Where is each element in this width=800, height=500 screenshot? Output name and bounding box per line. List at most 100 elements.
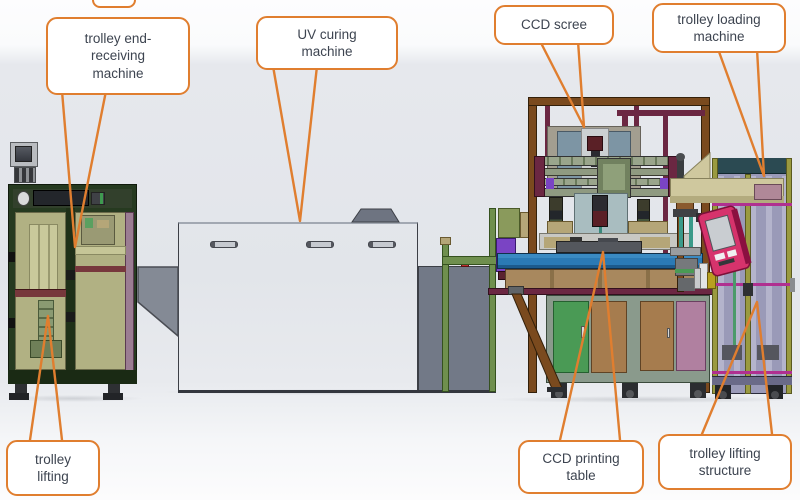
- callout-ccd-printing-table: CCD printing table: [518, 440, 644, 494]
- print-table-segment-right: [640, 237, 670, 248]
- loading-trim-top: [712, 203, 792, 206]
- uv-machine-base-line: [178, 390, 496, 393]
- left-cabinet-maroon-band: [15, 289, 66, 297]
- loading-trim-bottom: [712, 371, 792, 374]
- cabinet-door-mauve: [676, 301, 706, 371]
- callout-trolley-end-receiving: trolley end- receiving machine: [46, 17, 190, 95]
- caster-wheel: [626, 390, 634, 398]
- monitor-stand-buttons: [14, 167, 36, 183]
- callout-label: CCD scree: [520, 17, 587, 33]
- uv-machine-handle-3: [368, 241, 396, 248]
- callout-trolley-lifting-structure: trolley lifting structure: [658, 434, 792, 490]
- left-cabinet-hinge-upper: [66, 270, 75, 280]
- floor-shadow-right-machines: [492, 396, 798, 403]
- printer-caster-3: [690, 383, 706, 398]
- left-cabinet-side-hinge-lower: [8, 318, 15, 328]
- caster-wheel: [694, 390, 702, 398]
- uv-top-vent-bump: [351, 208, 400, 223]
- outfeed-post-cap: [440, 237, 451, 245]
- tray-fixture-1: [570, 237, 582, 242]
- left-cabinet-oval-lamp: [17, 191, 30, 206]
- left-cabinet-tan-bit: [97, 220, 109, 228]
- printer-maroon-post-2: [663, 110, 668, 292]
- overhead-beam-mauve-inset: [754, 184, 782, 200]
- callout-label: CCD printing table: [542, 450, 620, 483]
- trolley-lift-base: [30, 340, 62, 358]
- printer-carriage-inner: [603, 164, 625, 190]
- callout-label: trolley loading machine: [677, 11, 761, 44]
- left-cabinet-foot-left-pad: [9, 393, 29, 400]
- loading-cabinet-top-band: [712, 158, 792, 174]
- left-cabinet-shelf: [75, 246, 126, 255]
- loading-frame-right: [786, 158, 792, 394]
- printing-table-tray: [556, 241, 642, 253]
- dispenser-knob: [676, 153, 685, 161]
- dispenser-cross-bracket: [670, 247, 701, 256]
- leader-uv-curing: [271, 64, 319, 223]
- tray-fixture-2: [598, 238, 618, 242]
- left-cabinet-inner-panel: [29, 224, 58, 292]
- overhead-beam-lower-stripe: [670, 196, 784, 203]
- printer-maroon-beam-upper: [617, 110, 705, 116]
- cabinet-door-brown-2-handle: [667, 328, 670, 338]
- callout-trolley-loading: trolley loading machine: [652, 3, 786, 53]
- uv-machine-handle-1: [210, 241, 238, 248]
- printer-rail-cap-left: [534, 156, 545, 197]
- uv-infeed-chute: [137, 266, 179, 338]
- print-head: [592, 195, 608, 227]
- left-cabinet-side-hinge-upper: [8, 252, 15, 262]
- infeed-olive-box: [498, 208, 520, 238]
- left-cabinet-hinge-lower: [66, 312, 75, 322]
- partial-callout-box: [92, 0, 136, 8]
- callout-uv-curing: UV curing machine: [256, 16, 398, 70]
- monitor-screen: [15, 146, 32, 162]
- leader-trolley-loading: [716, 47, 766, 178]
- loading-inner-machinery-2: [757, 345, 779, 360]
- conveyor-under-band: [505, 269, 703, 290]
- strut-top-bracket: [508, 286, 524, 295]
- left-cabinet-foot-right: [108, 384, 120, 393]
- loading-bottom-band: [712, 376, 792, 385]
- caster-wheel: [771, 391, 779, 399]
- left-cabinet-bottom-band: [8, 370, 137, 384]
- callout-label: trolley end- receiving machine: [84, 31, 152, 81]
- uv-machine-right-box: [418, 266, 496, 392]
- outfeed-green-beam: [442, 256, 500, 265]
- ccd-camera-body: [587, 136, 603, 151]
- left-cabinet-maroon-stripe: [75, 266, 126, 272]
- callout-label: trolley lifting: [34, 451, 71, 484]
- floor-shadow-left-machine: [4, 395, 142, 402]
- loading-caster-right: [767, 385, 783, 399]
- left-cabinet-console: [33, 190, 89, 206]
- printer-caster-1: [551, 383, 567, 398]
- loading-inner-machinery-1: [722, 345, 742, 360]
- caster-wheel: [555, 390, 563, 398]
- printer-post-left: [528, 97, 537, 393]
- callout-ccd-screen: CCD scree: [494, 5, 614, 45]
- dispenser-clamp: [673, 209, 698, 217]
- dispenser-foot: [678, 278, 695, 291]
- yellow-control-box: [707, 272, 716, 289]
- dispenser-knob-stem: [677, 158, 684, 182]
- loading-door-handle: [743, 283, 753, 296]
- callout-label: trolley lifting structure: [689, 445, 761, 478]
- printer-top-beam: [528, 97, 710, 106]
- loading-caster-left: [715, 385, 731, 399]
- outfeed-green-post: [442, 244, 449, 392]
- callout-trolley-lifting: trolley lifting: [6, 440, 100, 496]
- lifting-structure-rod: [733, 260, 736, 346]
- left-cabinet-foot-left: [15, 384, 27, 393]
- dispenser-green-stripe: [675, 269, 698, 273]
- uv-machine-handle-2: [306, 241, 334, 248]
- left-cabinet-foot-right-pad: [103, 393, 123, 400]
- left-cabinet-indicator: [91, 192, 105, 205]
- left-cabinet-center-post: [66, 208, 75, 376]
- printer-caster-2: [622, 383, 638, 398]
- cabinet-door-brown-1: [591, 301, 627, 373]
- left-cabinet-green-bit: [85, 218, 93, 228]
- ink-canister-2: [694, 268, 701, 289]
- loading-side-tab: [790, 278, 795, 292]
- printer-purple-stop-left: [546, 178, 554, 189]
- dispenser-rod-2: [689, 217, 693, 255]
